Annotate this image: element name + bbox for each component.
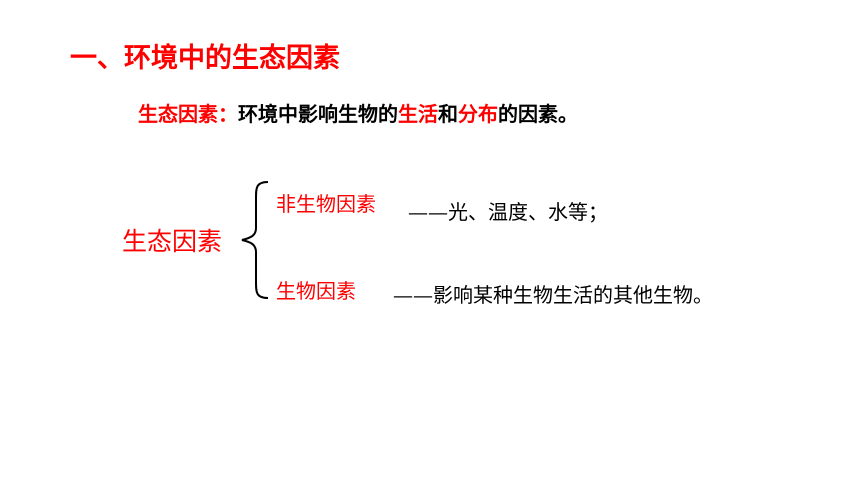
definition-line: 生态因素：环境中影响生物的生活和分布的因素。 [138, 98, 578, 127]
definition-term: 生态因素： [138, 102, 238, 126]
definition-connector: 和 [438, 102, 458, 126]
diagram-main-term: 生态因素 [122, 227, 223, 256]
curly-brace-icon [241, 181, 269, 299]
definition-highlight-life: 生活 [398, 102, 438, 126]
branch-description-biotic: ——影响某种生物生活的其他生物。 [393, 283, 713, 307]
definition-highlight-distribution: 分布 [458, 102, 498, 126]
branch-description-abiotic: ——光、温度、水等； [408, 200, 608, 224]
section-title: 一、环境中的生态因素 [70, 43, 340, 74]
branch-label-abiotic: 非生物因素 [276, 192, 376, 216]
branch-label-biotic: 生物因素 [276, 279, 356, 303]
definition-text-before: 环境中影响生物的 [238, 102, 398, 126]
definition-text-after: 的因素。 [498, 102, 578, 126]
